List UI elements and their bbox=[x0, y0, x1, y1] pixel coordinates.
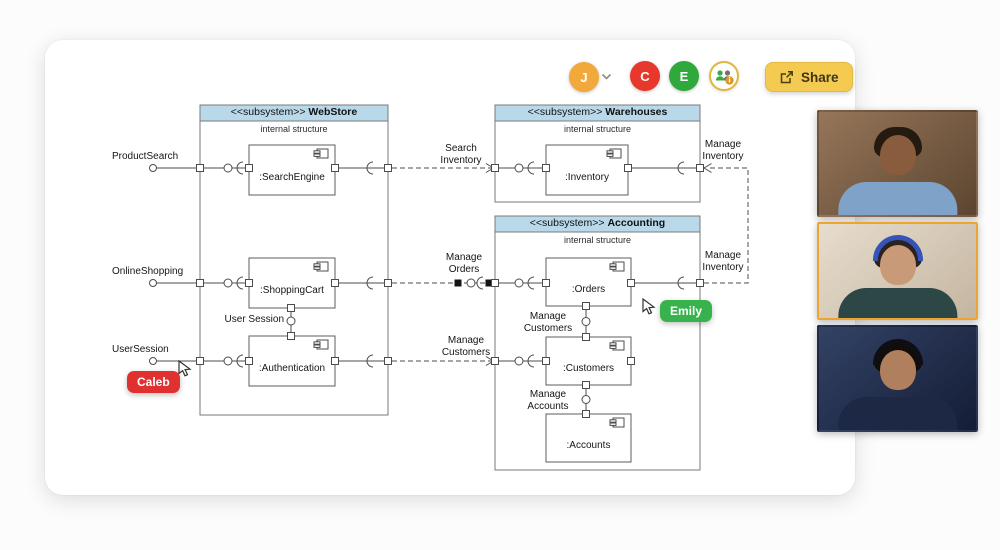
subsystem-webstore-title: <<subsystem>> WebStore bbox=[200, 106, 388, 118]
video-thumbnail-2-active[interactable] bbox=[817, 222, 978, 320]
stereotype-label: <<subsystem>> bbox=[527, 106, 603, 118]
share-button[interactable]: Share bbox=[765, 62, 853, 92]
internal-structure-label: internal structure bbox=[563, 124, 632, 134]
stereotype-label: <<subsystem>> bbox=[230, 106, 306, 118]
component-label-inventory: :Inventory bbox=[565, 172, 609, 183]
connector-label-manage-inventory-top: Manage Inventory bbox=[702, 139, 744, 162]
share-button-label: Share bbox=[801, 69, 839, 85]
headset-icon bbox=[872, 235, 923, 262]
component-label-searchengine: :SearchEngine bbox=[259, 172, 325, 183]
group-info-icon bbox=[715, 70, 734, 85]
participant-body bbox=[837, 288, 958, 318]
cursor-label-caleb: Caleb bbox=[127, 371, 180, 393]
component-label-authentication: :Authentication bbox=[258, 363, 326, 374]
cursor-label-emily: Emily bbox=[660, 300, 713, 322]
video-thumbnail-3[interactable] bbox=[817, 325, 978, 432]
collaborators-menu-button[interactable] bbox=[709, 61, 739, 91]
subsystem-name: Accounting bbox=[607, 217, 666, 229]
interface-label-manage-customers-inner: Manage Customers bbox=[523, 311, 573, 334]
connector-label-search-inventory: Search Inventory bbox=[440, 143, 482, 166]
chevron-down-icon[interactable] bbox=[601, 73, 612, 80]
external-interface-onlineshopping: OnlineShopping bbox=[112, 266, 184, 277]
participant-body bbox=[837, 396, 958, 430]
component-label-orders: :Orders bbox=[571, 284, 606, 295]
participant-face bbox=[879, 134, 916, 175]
video-thumbnail-1[interactable] bbox=[817, 110, 978, 217]
participant-body bbox=[837, 181, 958, 215]
external-interface-productsearch: ProductSearch bbox=[112, 151, 179, 162]
stereotype-label: <<subsystem>> bbox=[529, 217, 605, 229]
component-label-shoppingcart: :ShoppingCart bbox=[260, 285, 324, 296]
share-icon bbox=[780, 70, 793, 83]
collaborator-avatar-c[interactable]: C bbox=[630, 61, 660, 91]
subsystem-warehouses-title: <<subsystem>> Warehouses bbox=[495, 106, 700, 118]
external-interface-usersession: UserSession bbox=[112, 344, 169, 355]
component-label-accounts: :Accounts bbox=[566, 440, 611, 451]
interface-label-manage-accounts-inner: Manage Accounts bbox=[527, 389, 569, 412]
connector-label-manage-customers: Manage Customers bbox=[441, 335, 491, 358]
internal-structure-label: internal structure bbox=[563, 235, 632, 245]
subsystem-name: Warehouses bbox=[605, 106, 668, 118]
connector-label-manage-orders: Manage Orders bbox=[445, 252, 483, 275]
headphones-icon bbox=[872, 339, 923, 366]
caleb-cursor-icon bbox=[178, 360, 192, 377]
internal-structure-label: internal structure bbox=[260, 124, 328, 134]
component-label-customers: :Customers bbox=[562, 363, 615, 374]
subsystem-accounting-title: <<subsystem>> Accounting bbox=[495, 217, 700, 229]
emily-cursor-icon bbox=[642, 298, 656, 315]
user-avatar-j[interactable]: J bbox=[569, 62, 599, 92]
connector-label-manage-inventory-mid: Manage Inventory bbox=[702, 250, 744, 273]
subsystem-name: WebStore bbox=[308, 106, 358, 118]
interface-label-user-session: User Session bbox=[224, 314, 284, 325]
collaborator-avatar-e[interactable]: E bbox=[669, 61, 699, 91]
